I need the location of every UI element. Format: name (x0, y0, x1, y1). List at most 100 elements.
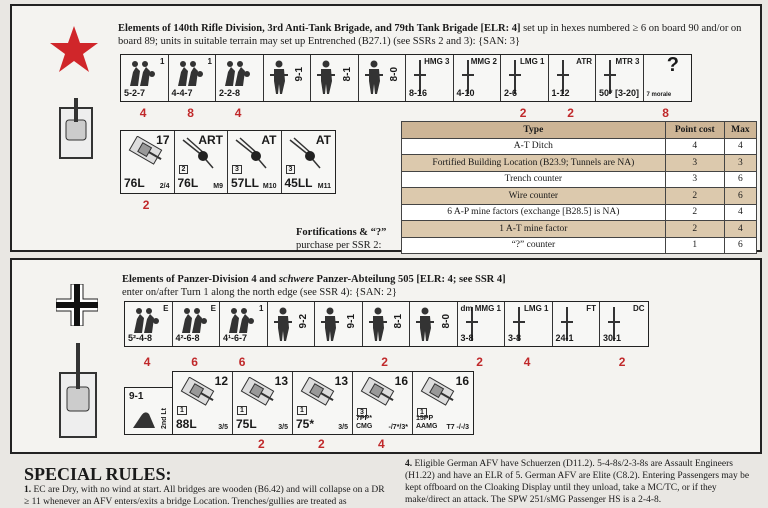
rule-4-num: 4. (405, 459, 413, 469)
counter-corner: ATR (576, 57, 592, 66)
max-cell: 4 (723, 220, 758, 238)
counter-9-1[interactable]: 9-1 (315, 302, 363, 346)
rof-box: 1 (177, 406, 187, 415)
cost-cell: 3 (664, 154, 725, 172)
counter-value: 1-12 (551, 88, 570, 98)
counter-corner: E (210, 304, 216, 313)
rule-4: 4. Eligible German AFV have Schuerzen (D… (405, 458, 761, 506)
table-row: Fortified Building Location (B23.9; Tunn… (401, 154, 758, 172)
counter-value: 4²-6-8 (175, 333, 200, 343)
counter-top-value: ART (198, 133, 223, 147)
unit-figure-icon (608, 307, 620, 341)
counter-quantity: 8 (662, 106, 669, 120)
unit-figure-icon (465, 307, 478, 341)
counter-value: 5²-4-8 (128, 333, 153, 343)
counter-quantity: 2 (142, 198, 150, 212)
leader-rank: 2nd Lt (161, 408, 168, 429)
leader-figure-icon (269, 60, 288, 94)
counter-value: 2-6 (504, 88, 518, 98)
max-cell: 3 (723, 154, 758, 172)
type-cell: Wire counter (401, 187, 666, 205)
unit-figure-icon (130, 61, 155, 86)
counter-2-2-8[interactable]: 2-2-8 (216, 55, 264, 101)
rule-1: 1. EC are Dry, with no wind at start. Al… (24, 484, 392, 508)
counter-8-0[interactable]: 8-0 (359, 55, 406, 101)
german-tank-icon (59, 343, 97, 438)
counter-corner: FT (586, 304, 596, 313)
counter-corner: 1 (207, 57, 212, 66)
rof-box: 3 (232, 165, 242, 174)
counter-quantity: 2 (567, 106, 574, 120)
counter-4-6-8[interactable]: 4²-6-8 E (173, 302, 220, 346)
counter-8-1[interactable]: 8-1 (311, 55, 359, 101)
unit-figure-icon (556, 60, 569, 94)
counter-8-1[interactable]: 8-1 (363, 302, 410, 346)
tank-icon (360, 377, 395, 406)
soviet-tank-icon (59, 98, 93, 159)
counter-1-12[interactable]: 1-12 ATR (549, 55, 596, 101)
counter-leader-value: 8-0 (389, 67, 400, 82)
gun-caliber: 57LL (231, 176, 260, 190)
counter-9-1[interactable]: 9-1 (264, 55, 311, 101)
counter-7-morale[interactable]: 7 morale? (644, 55, 692, 101)
counter-quantity: 6 (191, 355, 198, 369)
counter-value: 30-1 (603, 333, 622, 343)
type-cell: A-T Ditch (401, 137, 666, 155)
unit-figure-icon (560, 307, 573, 341)
counter-quantity: 4 (523, 355, 531, 369)
counter-quantity: 2 (381, 355, 388, 369)
rule-4-text: Eligible German AFV have Schuerzen (D11.… (405, 459, 750, 505)
counter-quantity: 2 (318, 437, 325, 451)
counter-quantity: 2 (519, 106, 527, 120)
counter-leader-value: 8-1 (341, 67, 353, 82)
balkenkreuz-icon (56, 284, 98, 326)
gun-caliber: 7PP* CMG (356, 415, 373, 430)
col-type: Type (401, 121, 666, 139)
gun-caliber: 15PP AAMG (416, 415, 438, 430)
counter-value: 4-10 (456, 88, 475, 98)
rule-1-num: 1. (24, 485, 32, 495)
leader-figure-icon (364, 60, 383, 94)
counter-9-2[interactable]: 9-2 (268, 302, 315, 346)
tank-icon (128, 136, 163, 165)
counter-top-value: AT (261, 133, 277, 147)
counter-corner: MTR 3 (615, 57, 640, 66)
counter-50-3-20-[interactable]: 50* [3-20]MTR 3 (596, 55, 644, 101)
counter-8-0[interactable]: 8-0 (410, 302, 458, 346)
max-cell: 6 (723, 187, 758, 205)
counter-top-value: AT (315, 133, 331, 147)
rof-box: 1 (417, 408, 427, 417)
counter-corner: dm MMG 1 (460, 304, 501, 313)
counter-sub-value: 3/5 (338, 424, 348, 431)
rof-box: 3 (357, 408, 367, 417)
counter-quantity: 2 (476, 355, 483, 369)
